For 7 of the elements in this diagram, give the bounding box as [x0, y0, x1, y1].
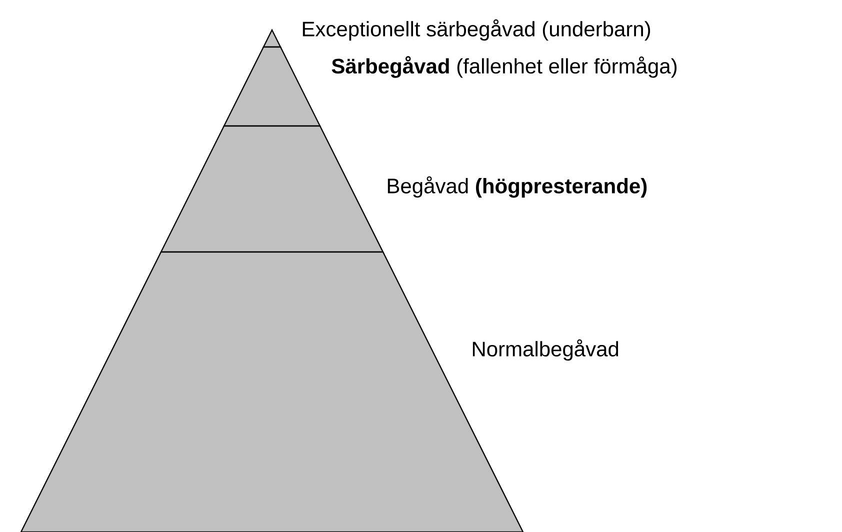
node-label: Exceptionellt särbegåvad (underbarn) [302, 19, 650, 41]
pyramid-band: Normalbegåvad [20, 251, 618, 532]
pyramid-band: Begåvad (högpresterande) [160, 125, 647, 253]
node-label: Särbegåvad (fallenhet eller förmåga) [332, 56, 677, 78]
node-label: Begåvad (högpresterande) [388, 176, 647, 198]
pyramid-band: Särbegåvad (fallenhet eller förmåga) [223, 46, 677, 127]
pyramid-band: Exceptionellt särbegåvad (underbarn) [262, 19, 650, 48]
